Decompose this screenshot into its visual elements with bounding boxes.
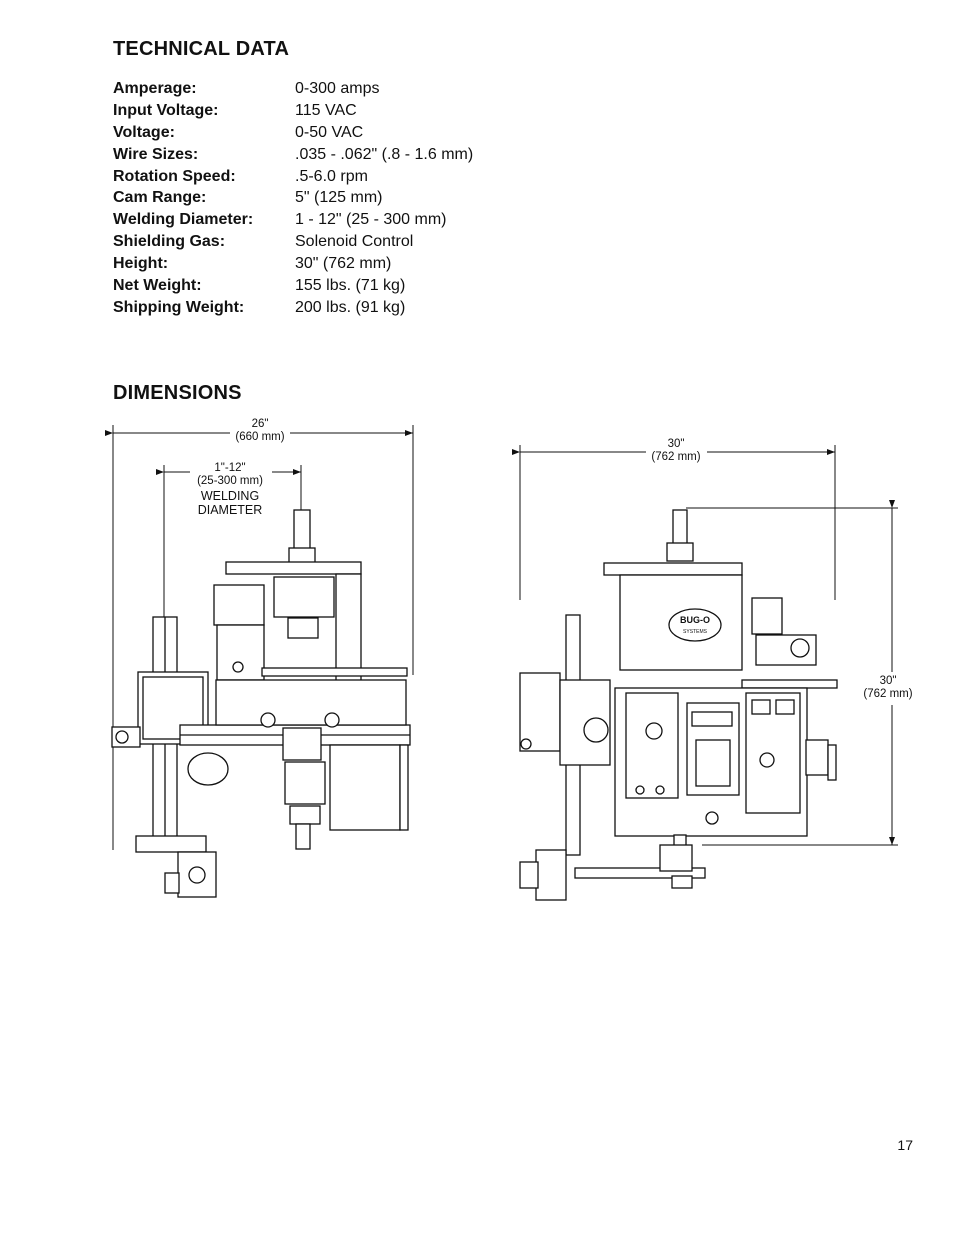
- spec-row: Wire Sizes: .035 - .062" (.8 - 1.6 mm): [113, 144, 533, 166]
- diam-word-1: WELDING: [200, 489, 260, 503]
- spec-value: .5-6.0 rpm: [295, 167, 368, 185]
- spec-value: 115 VAC: [295, 101, 357, 119]
- front-width-mm: (762 mm): [651, 450, 701, 463]
- front-view-dimension-lines: [512, 445, 898, 846]
- spec-label: Voltage:: [113, 123, 175, 141]
- spec-row: Amperage: 0-300 amps: [113, 78, 533, 100]
- spec-value: 200 lbs. (91 kg): [295, 298, 406, 316]
- page-number: 17: [897, 1137, 913, 1153]
- spec-label: Height:: [113, 255, 169, 273]
- technical-data-table: Amperage: 0-300 amps Input Voltage: 115 VA…: [113, 78, 533, 319]
- front-height-mm: (762 mm): [863, 687, 913, 700]
- side-view-dimension-lines: [105, 425, 414, 850]
- bugo-logo-text: BUG-O: [680, 615, 710, 625]
- spec-row: Cam Range: 5" (125 mm): [113, 187, 533, 209]
- diam-mm: (25-300 mm): [197, 474, 263, 487]
- spec-label: Cam Range:: [113, 189, 207, 207]
- spec-label: Shielding Gas:: [113, 233, 226, 251]
- spec-value: 5" (125 mm): [295, 189, 383, 207]
- spec-label: Shipping Weight:: [113, 298, 245, 316]
- side-width-label: 26" (660 mm): [226, 418, 294, 443]
- bugo-logo-sub: SYSTEMS: [683, 629, 708, 635]
- spec-row: Welding Diameter: 1 - 12" (25 - 300 mm): [113, 209, 533, 231]
- side-width-mm: (660 mm): [235, 430, 285, 443]
- spec-value: Solenoid Control: [295, 233, 414, 251]
- spec-row: Height: 30" (762 mm): [113, 253, 533, 275]
- spec-row: Net Weight: 155 lbs. (71 kg): [113, 275, 533, 297]
- spec-label: Input Voltage:: [113, 101, 219, 119]
- dimensions-heading: DIMENSIONS: [113, 382, 242, 404]
- technical-data-heading: TECHNICAL DATA: [113, 38, 290, 60]
- front-height-in: 30": [879, 675, 897, 687]
- spec-row: Rotation Speed: .5-6.0 rpm: [113, 166, 533, 188]
- spec-label: Welding Diameter:: [113, 211, 254, 229]
- spec-value: 0-50 VAC: [295, 123, 364, 141]
- spec-label: Rotation Speed:: [113, 167, 236, 185]
- spec-row: Shipping Weight: 200 lbs. (91 kg): [113, 297, 533, 319]
- spec-label: Wire Sizes:: [113, 145, 199, 163]
- side-view-machine: [111, 509, 411, 898]
- spec-label: Amperage:: [113, 80, 197, 97]
- spec-value: 0-300 amps: [295, 80, 380, 97]
- spec-value: 30" (762 mm): [295, 255, 392, 273]
- front-width-in: 30": [667, 438, 685, 450]
- front-width-label: 30" (762 mm): [640, 438, 712, 463]
- front-view-machine: BUG-O SYSTEMS: [519, 509, 838, 901]
- spec-row: Shielding Gas: Solenoid Control: [113, 231, 533, 253]
- spec-row: Voltage: 0-50 VAC: [113, 122, 533, 144]
- spec-value: 155 lbs. (71 kg): [295, 277, 406, 295]
- spec-value: 1 - 12" (25 - 300 mm): [295, 211, 447, 229]
- front-height-label: 30" (762 mm): [852, 675, 924, 700]
- side-width-in: 26": [251, 418, 269, 430]
- diam-word-2: DIAMETER: [197, 503, 263, 517]
- spec-label: Net Weight:: [113, 277, 202, 295]
- diam-in: 1"-12": [214, 462, 246, 474]
- welding-diameter-label: 1"-12" (25-300 mm) WELDING DIAMETER: [186, 462, 274, 517]
- spec-value: .035 - .062" (.8 - 1.6 mm): [295, 145, 474, 163]
- spec-row: Input Voltage: 115 VAC: [113, 100, 533, 122]
